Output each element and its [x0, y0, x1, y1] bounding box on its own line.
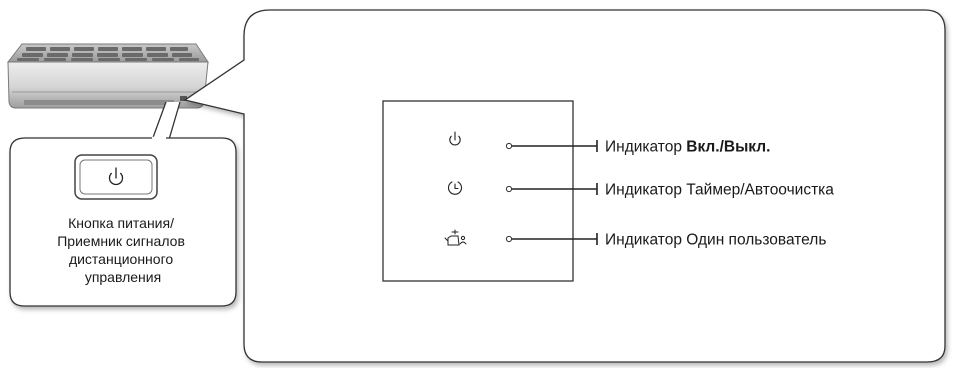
air-conditioner-illustration [6, 43, 209, 109]
ac-grille [17, 47, 199, 61]
timer-indicator-label: Индикатор Таймер/Автоочистка [605, 182, 834, 199]
power-icon [108, 167, 124, 186]
power-button[interactable] [74, 154, 158, 200]
power-indicator-label-emphasis: Вкл./Выкл. [686, 139, 770, 156]
timer-indicator-led [505, 185, 513, 193]
power-icon [449, 131, 461, 146]
single-user-icon [444, 229, 467, 246]
single-user-indicator-label: Индикатор Один пользователь [605, 232, 826, 249]
button-caption-line-3: дистанционного [69, 251, 173, 267]
single-user-indicator-led [505, 235, 513, 243]
button-caption-line-4: управления [85, 269, 161, 285]
button-caption-line-2: Приемник сигналов [57, 233, 185, 249]
svg-text:Кнопка питания/ Приемник: Кнопка питания/ Приемник сигналов дистан… [57, 215, 189, 285]
power-indicator-led [505, 142, 513, 150]
indicator-row-single-user: Индикатор Один пользователь [444, 229, 826, 249]
indicator-panel: Индикатор Вкл./Выкл. Индикатор Таймер/Ав… [382, 100, 834, 282]
power-button-callout: Кнопка питания/ Приемник сигналов дистан… [9, 136, 237, 307]
svg-text:Индикатор Вкл./Выкл.: Индикатор Вкл./Выкл. [605, 139, 770, 156]
indicator-row-timer: Индикатор Таймер/Автоочистка [448, 181, 834, 199]
svg-text:Индикатор Таймер/Автоочистка: Индикатор Таймер/Автоочистка [605, 182, 834, 199]
indicator-row-power: Индикатор Вкл./Выкл. [449, 131, 770, 156]
svg-text:Индикатор Один пользователь: Индикатор Один пользователь [605, 232, 826, 249]
timer-icon [448, 181, 462, 195]
button-caption-line-1: Кнопка питания/ [68, 215, 174, 231]
power-indicator-label: Индикатор [605, 139, 686, 156]
